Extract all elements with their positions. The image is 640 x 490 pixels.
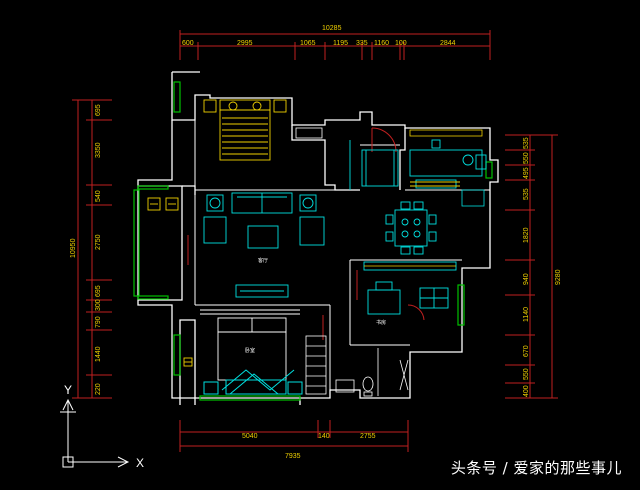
right-dim-5: 1820 [523, 227, 530, 243]
bottom-dim-2: 140 [318, 433, 330, 440]
wardrobe-top [295, 127, 323, 139]
left-dim-3: 540 [95, 190, 102, 202]
outer-walls [137, 71, 499, 405]
left-total-dim: 10950 [70, 238, 77, 258]
right-dim-7: 1140 [523, 307, 530, 322]
dining-cabinet [461, 189, 485, 207]
bottom-dimension-chain [179, 420, 409, 452]
top-dim-2: 2995 [237, 40, 253, 47]
left-dim-7: 790 [95, 316, 102, 328]
left-dim-6: 300 [95, 299, 102, 311]
balcony-furniture [147, 197, 179, 211]
windows [133, 81, 493, 401]
top-dim-7: 100 [395, 40, 407, 47]
top-dim-5: 335 [356, 40, 368, 47]
right-dim-9: 550 [523, 368, 530, 380]
top-dim-6: 1160 [374, 40, 389, 47]
master-bed [203, 99, 287, 161]
left-dim-4: 2750 [95, 234, 102, 250]
ucs-x-label: X [136, 456, 144, 470]
bottom-dim-1: 5040 [242, 433, 258, 440]
left-dim-5: 695 [95, 285, 102, 297]
bedroom-side-tables [183, 357, 193, 367]
left-dim-2: 3350 [95, 142, 102, 158]
right-dim-8: 670 [523, 345, 530, 357]
kitchen-counter [409, 139, 487, 189]
interior-walls [194, 120, 490, 398]
left-dim-9: 220 [95, 383, 102, 395]
bathroom-fixtures [335, 348, 409, 397]
bottom-total-dim: 7935 [285, 453, 301, 460]
right-dim-1: 535 [523, 137, 530, 149]
ucs-axis-icon [60, 398, 130, 468]
living-room-label: 客厅 [258, 257, 268, 264]
right-dim-4: 535 [523, 188, 530, 200]
bedroom-label: 卧室 [245, 347, 255, 354]
left-dim-8: 1440 [95, 346, 102, 362]
top-dim-4: 1195 [333, 40, 348, 47]
top-total-dim: 10285 [322, 25, 342, 32]
top-dim-1: 600 [182, 40, 194, 47]
dining-set [385, 201, 437, 255]
living-room-furniture [203, 192, 325, 298]
right-dim-2: 550 [523, 152, 530, 164]
left-dimension-chain [72, 99, 112, 399]
doors [187, 127, 425, 340]
bottom-dim-3: 2755 [360, 433, 376, 440]
ucs-y-label: Y [64, 383, 72, 397]
bed-cover-pattern [203, 369, 303, 395]
watermark: 头条号 / 爱家的那些事儿 [450, 459, 622, 477]
bedroom-wardrobe [305, 335, 327, 395]
right-total-dim: 9280 [555, 269, 562, 285]
top-dim-8: 2844 [440, 40, 456, 47]
study-furniture [363, 261, 457, 315]
right-dim-6: 940 [523, 273, 530, 285]
right-dim-3: 495 [523, 167, 530, 179]
top-dimension-chain [179, 30, 491, 60]
second-bed [200, 309, 300, 381]
right-dimension-chain [505, 134, 558, 399]
kitchen-edge [410, 181, 460, 187]
kitchen-window-frame [409, 129, 483, 137]
entry-cabinet [349, 140, 399, 190]
right-dim-10: 400 [523, 385, 530, 397]
top-dim-3: 1065 [300, 40, 316, 47]
study-label: 书房 [376, 319, 386, 326]
left-dim-1: 695 [95, 104, 102, 116]
